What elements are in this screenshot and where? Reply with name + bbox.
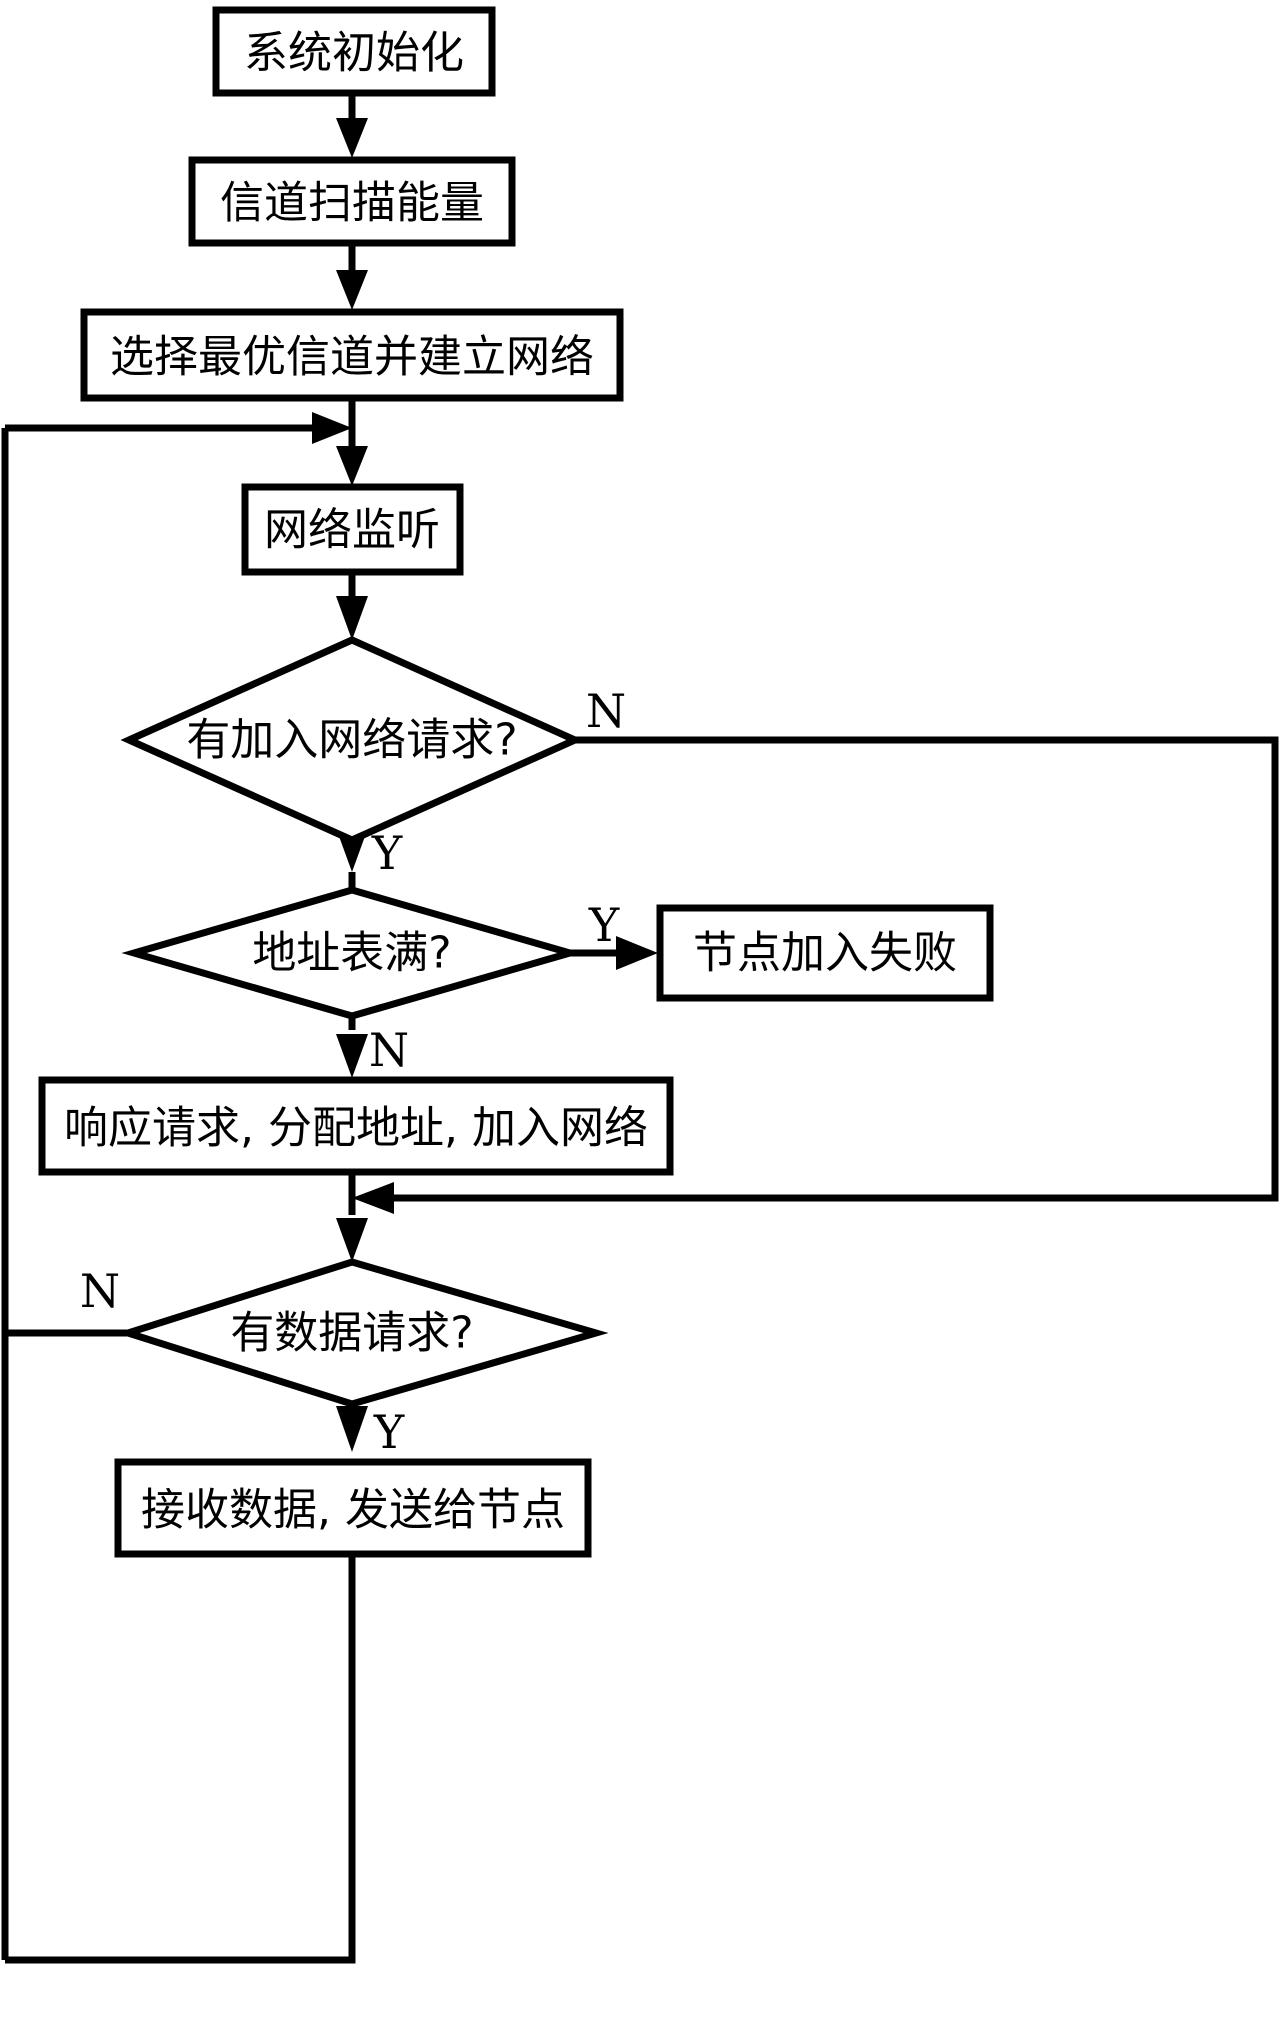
branch-label-join-no: N [586, 684, 626, 738]
decision-has-data-request-label: 有数据请求? [230, 1308, 473, 1359]
node-network-monitor-box [241, 483, 464, 576]
edge-send-to-loop [5, 1553, 356, 1964]
arrowhead-addrtable-no [336, 1034, 368, 1078]
branch-label-data-no: N [80, 1264, 120, 1318]
branch-label-join-yes: Y [371, 826, 403, 880]
decision-has-data-request[interactable]: 有数据请求? [116, 1258, 609, 1408]
arrowhead-select-to-monitor [336, 446, 368, 486]
node-channel-scan[interactable]: 信道扫描能量 [188, 156, 516, 247]
decision-has-join-request[interactable]: 有加入网络请求? [120, 636, 584, 844]
node-join-failed[interactable]: 节点加入失败 [656, 904, 994, 1002]
arrowhead-loopback [312, 412, 352, 444]
arrowhead-scan-to-select [336, 270, 368, 310]
node-system-init-label: 系统初始化 [244, 28, 464, 79]
arrowhead-init-to-scan [336, 118, 368, 158]
arrowhead-respond-to-data-decision [336, 1218, 368, 1262]
branch-label-addrtable-yes: Y [588, 898, 620, 952]
decision-has-data-request-diamond [116, 1258, 609, 1408]
node-select-best-channel-box [80, 308, 624, 402]
node-network-monitor[interactable]: 网络监听 [241, 483, 464, 576]
node-system-init-box [212, 6, 496, 97]
node-receive-send-data-label: 接收数据, 发送给节点 [141, 1485, 565, 1536]
branch-labels: N Y Y N N Y [80, 684, 626, 1459]
node-network-monitor-label: 网络监听 [264, 505, 440, 556]
branch-label-data-yes: Y [373, 1405, 405, 1459]
node-respond-assign-join-box [38, 1076, 674, 1176]
node-receive-send-data-box [114, 1458, 592, 1558]
decision-has-join-request-label: 有加入网络请求? [186, 715, 517, 766]
decision-address-table-full-diamond [121, 886, 583, 1020]
decision-address-table-full-label: 地址表满? [252, 928, 451, 979]
connectors [1, 93, 1279, 1964]
node-channel-scan-label: 信道扫描能量 [220, 178, 484, 229]
node-channel-scan-box [188, 156, 516, 247]
node-join-failed-box [656, 904, 994, 1002]
node-join-failed-label: 节点加入失败 [693, 928, 957, 979]
node-select-best-channel-label: 选择最优信道并建立网络 [110, 332, 594, 383]
arrowhead-addrtable-yes [616, 936, 658, 970]
node-respond-assign-join-label: 响应请求, 分配地址, 加入网络 [64, 1103, 648, 1154]
decision-address-table-full[interactable]: 地址表满? [121, 886, 583, 1020]
edge-join-no-route [380, 736, 1279, 1202]
node-respond-assign-join[interactable]: 响应请求, 分配地址, 加入网络 [38, 1076, 674, 1176]
arrowhead-data-yes [336, 1406, 368, 1452]
node-select-best-channel[interactable]: 选择最优信道并建立网络 [80, 308, 624, 402]
arrowhead-monitor-to-join-decision [336, 596, 368, 640]
decision-has-join-request-diamond [120, 636, 584, 844]
branch-label-addrtable-no: N [369, 1023, 409, 1077]
arrowhead-join-no-merge [352, 1182, 394, 1214]
node-receive-send-data[interactable]: 接收数据, 发送给节点 [114, 1458, 592, 1558]
node-system-init[interactable]: 系统初始化 [212, 6, 496, 97]
